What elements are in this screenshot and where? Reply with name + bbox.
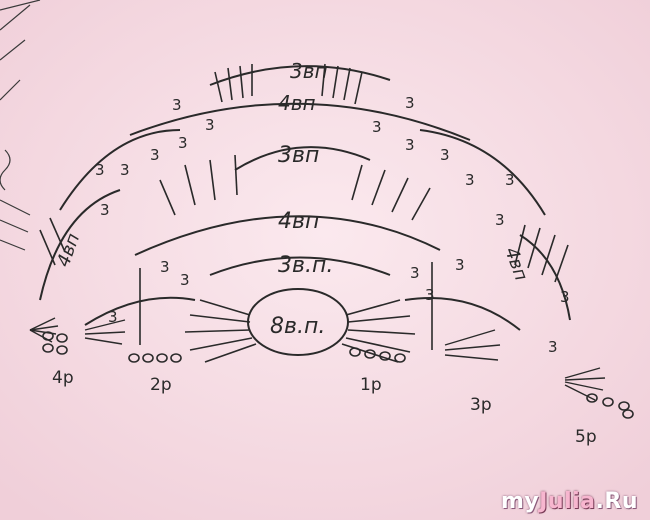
count-3: 3: [160, 258, 170, 276]
arc-label-3: 3вп: [278, 143, 319, 168]
arch-sides: [39, 189, 571, 321]
count-3: 3: [100, 201, 110, 219]
watermark-my: my: [500, 489, 540, 514]
count-3: 3: [405, 94, 415, 112]
count-3: 3: [150, 146, 160, 164]
arc-label-5: 3вп: [290, 59, 328, 83]
arch-4vp-inner: [134, 215, 441, 256]
tall-stitches: [39, 63, 569, 350]
arc-label-1: 3в.п.: [278, 253, 333, 278]
row-label-4: 4р: [52, 368, 74, 388]
arc-label-2: 4вп: [278, 209, 319, 234]
chain-circles: [42, 331, 634, 419]
row-labels: 4р 2р 1р 3р 5р: [52, 368, 597, 447]
row-label-3: 3р: [470, 395, 492, 415]
arch-3vp-top: [209, 65, 391, 86]
left-edge-sketch: [0, 0, 41, 251]
center-label: 8в.п.: [270, 314, 325, 339]
count-3: 3: [108, 308, 118, 326]
count-3: 3: [548, 338, 558, 356]
row-label-1: 1р: [360, 375, 382, 395]
count-3: 3: [405, 136, 415, 154]
count-3: 3: [120, 161, 130, 179]
watermark-ru: .Ru: [595, 489, 638, 514]
arch-4vp-outer: [59, 129, 546, 216]
count-3: 3: [410, 264, 420, 282]
arch-3vp-mid: [234, 146, 371, 171]
corner-fans: [29, 317, 606, 401]
count-3: 3: [455, 256, 465, 274]
site-watermark: myJulia.Ru: [501, 489, 638, 514]
count-3: 3: [205, 116, 215, 134]
arch-4vp-mid: [129, 102, 471, 141]
watermark-julia: Julia: [539, 489, 596, 514]
count-3: 3: [495, 211, 505, 229]
count-3: 3: [560, 288, 570, 306]
arch-3vp-inner: [209, 256, 391, 276]
count-3: 3: [95, 161, 105, 179]
count-3: 3: [172, 96, 182, 114]
count-3: 3: [505, 171, 515, 189]
count-3: 3: [465, 171, 475, 189]
row-label-2: 2р: [150, 375, 172, 395]
row-label-5: 5р: [575, 427, 597, 447]
count-3: 3: [372, 118, 382, 136]
count-3: 3: [178, 134, 188, 152]
arc-label-4: 4вп: [278, 91, 316, 115]
stitch-count-labels: 3 3 3 3 3 3 3 3 3 3 3 3 3 3 3 3 3 3 3 3 …: [95, 94, 570, 356]
arches: [39, 65, 571, 331]
count-3: 3: [440, 146, 450, 164]
count-3: 3: [425, 286, 435, 304]
count-3: 3: [180, 271, 190, 289]
